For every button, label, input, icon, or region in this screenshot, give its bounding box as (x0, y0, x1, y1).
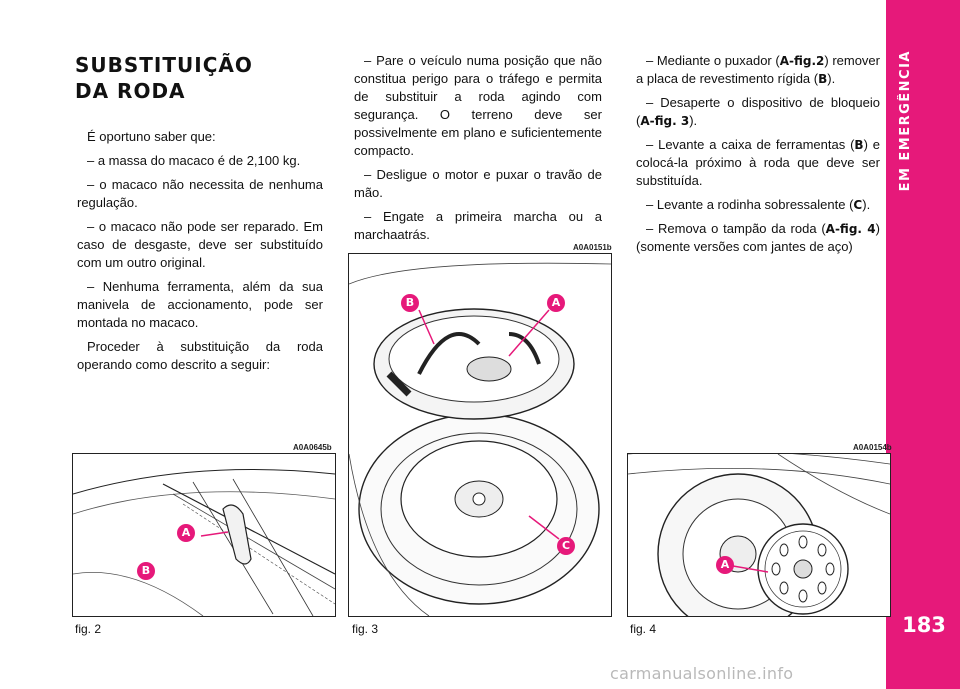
figure-caption: fig. 4 (630, 622, 657, 636)
paragraph: – Nenhuma ferramenta, além da sua manive… (77, 279, 323, 330)
paragraph: É oportuno saber que: (87, 129, 216, 144)
section-label: EM EMERGÊNCIA (898, 50, 913, 192)
figure-code: A0A0645b (293, 443, 332, 452)
page-title: SUBSTITUIÇÃO DA RODA (75, 52, 253, 104)
paragraph: – Desligue o motor e puxar o travão de m… (354, 167, 602, 200)
paragraph: – Remova o tampão da roda (A-fig. 4) (so… (636, 220, 880, 256)
text: – Levante a rodinha sobressalente ( (646, 197, 854, 212)
column-3: – Mediante o puxador (A-fig.2) remover a… (636, 52, 880, 262)
text: – Mediante o puxador ( (646, 53, 780, 68)
marker-b: B (137, 562, 155, 580)
column-1: É oportuno saber que: – a massa do macac… (77, 128, 323, 380)
figure-reference: B (818, 72, 828, 86)
paragraph: – Levante a rodinha sobressalente (C). (636, 196, 880, 214)
figure-reference: B (854, 138, 864, 152)
page-number: 183 (902, 613, 946, 637)
column-2: – Pare o veículo numa posição que não co… (354, 52, 602, 250)
paragraph: – Desaperte o dispositivo de bloqueio (A… (636, 94, 880, 130)
text: ). (862, 197, 871, 212)
figure-2-illustration: A B (72, 453, 336, 617)
paragraph: Proceder à substituição da roda operando… (77, 339, 323, 372)
text: – Desaperte o dispositivo de bloqueio ( (636, 95, 880, 128)
paragraph: – Mediante o puxador (A-fig.2) remover a… (636, 52, 880, 88)
title-line-2: DA RODA (75, 79, 186, 103)
paragraph: – Engate a primeira marcha ou a marchaat… (354, 209, 602, 242)
figure-reference: A-fig. 3 (640, 114, 690, 128)
figure-caption: fig. 2 (75, 622, 102, 636)
figure-code: A0A0151b (573, 243, 612, 252)
watermark: carmanualsonline.info (610, 664, 794, 683)
marker-a: A (177, 524, 195, 542)
section-sidebar (886, 0, 960, 689)
paragraph: – o macaco não necessita de nenhuma regu… (77, 177, 323, 210)
paragraph: – Pare o veículo numa posição que não co… (354, 53, 602, 158)
figure-reference: A-fig.2 (779, 54, 825, 68)
text: ) e colocá-la próximo à roda que deve se… (636, 137, 881, 188)
marker-a: A (547, 294, 565, 312)
figure-reference: A-fig. 4 (825, 222, 876, 236)
marker-a: A (716, 556, 734, 574)
paragraph: – Levante a caixa de ferramentas (B) e c… (636, 136, 880, 190)
text: ) (somente versões com jantes de aço) (636, 221, 880, 254)
figure-caption: fig. 3 (352, 622, 379, 636)
paragraph: – o macaco não pode ser reparado. Em cas… (77, 219, 323, 270)
marker-c: C (557, 537, 575, 555)
wheel-arch-illustration (73, 469, 335, 616)
spare-wheel-illustration (349, 262, 611, 616)
title-line-1: SUBSTITUIÇÃO (75, 53, 253, 77)
figure-3-illustration: B A C (348, 253, 612, 617)
text: – Levante a caixa de ferramentas ( (646, 137, 855, 152)
wheel-cap-illustration (628, 454, 890, 616)
figure-reference: C (853, 198, 863, 212)
text: ). (827, 71, 836, 86)
text: – Remova o tampão da roda ( (646, 221, 826, 236)
paragraph: – a massa do macaco é de 2,100 kg. (87, 153, 301, 168)
figure-4-illustration: A (627, 453, 891, 617)
text: ) remover a placa de revestimento rígida… (636, 53, 880, 86)
marker-b: B (401, 294, 419, 312)
figure-code: A0A0154b (853, 443, 892, 452)
text: ). (689, 113, 698, 128)
